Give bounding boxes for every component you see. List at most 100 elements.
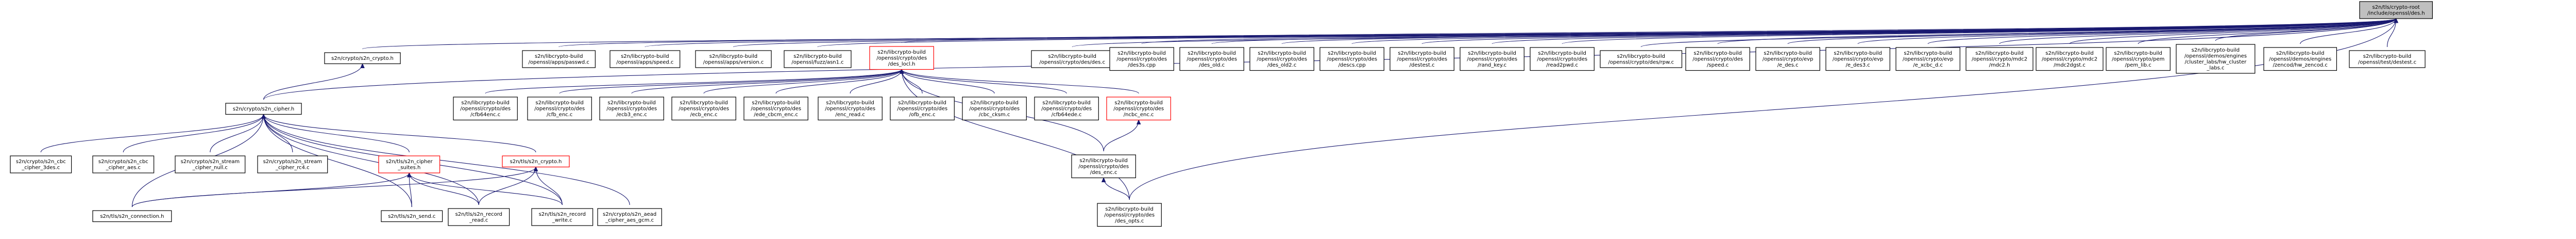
node-label-line: s2n/libcrypto-build bbox=[826, 100, 874, 106]
graph-node-cluster-labs[interactable]: s2n/libcrypto-build/openssl/demos/engine… bbox=[2176, 44, 2256, 74]
graph-node-stream-rc4[interactable]: s2n/crypto/s2n_stream_cipher_rc4.c bbox=[257, 155, 328, 173]
graph-node-stream-null[interactable]: s2n/crypto/s2n_stream_cipher_null.c bbox=[175, 155, 246, 173]
edge-line bbox=[485, 69, 902, 94]
node-label-line: _write.c bbox=[552, 218, 572, 224]
node-label-line: _cipher_3des.c bbox=[21, 165, 60, 171]
graph-node-connection-h[interactable]: s2n/tls/s2n_connection.h bbox=[92, 210, 172, 222]
graph-node-descpp[interactable]: s2n/libcrypto-build/openssl/crypto/des/d… bbox=[1319, 47, 1384, 71]
graph-node-pem-lib[interactable]: s2n/libcrypto-build/openssl/crypto/pem/p… bbox=[2106, 47, 2171, 71]
graph-node-test-destest[interactable]: s2n/libcrypto-build/openssl/test/destest… bbox=[2349, 50, 2426, 68]
graph-node-apps-version[interactable]: s2n/libcrypto-build/openssl/apps/version… bbox=[695, 50, 772, 68]
node-label-line: s2n/libcrypto-build bbox=[2363, 54, 2411, 59]
graph-node-record-write[interactable]: s2n/tls/s2n_record_write.c bbox=[531, 208, 594, 226]
node-label-line: /openssl/demos/engines bbox=[2269, 57, 2331, 62]
graph-node-ecb3-enc[interactable]: s2n/libcrypto-build/openssl/crypto/des/e… bbox=[599, 97, 664, 121]
graph-node-ncbc-enc[interactable]: s2n/libcrypto-build/openssl/crypto/des/n… bbox=[1106, 97, 1171, 121]
graph-node-cfb-enc[interactable]: s2n/libcrypto-build/openssl/crypto/des/c… bbox=[527, 97, 592, 121]
node-label-line: s2n/libcrypto-build bbox=[1538, 51, 1586, 56]
graph-node-speed[interactable]: s2n/libcrypto-build/openssl/crypto/des/s… bbox=[1685, 47, 1750, 71]
graph-node-rpw[interactable]: s2n/libcrypto-build/openssl/crypto/des/r… bbox=[1600, 50, 1683, 68]
graph-edge bbox=[261, 114, 630, 205]
node-box bbox=[1179, 47, 1244, 71]
node-label-line: /openssl/crypto/des bbox=[1078, 164, 1129, 170]
node-label-line: /des_opts.c bbox=[1115, 218, 1144, 224]
node-box bbox=[671, 97, 736, 121]
graph-node-enc-read[interactable]: s2n/libcrypto-build/openssl/crypto/des/e… bbox=[818, 97, 883, 121]
graph-node-mdc2-h[interactable]: s2n/libcrypto-build/openssl/crypto/mdc2/… bbox=[1965, 47, 2033, 71]
graph-node-s2n-crypto-h[interactable]: s2n/crypto/s2n_crypto.h bbox=[324, 52, 401, 65]
edge-line bbox=[901, 69, 1139, 94]
graph-node-des-locl[interactable]: s2n/libcrypto-build/openssl/crypto/des/d… bbox=[869, 46, 934, 70]
node-box bbox=[2036, 47, 2104, 71]
graph-node-zencod[interactable]: s2n/libcrypto-build/openssl/demos/engine… bbox=[2263, 47, 2337, 71]
node-label-line: /openssl/crypto/des bbox=[1113, 106, 1164, 112]
node-label-line: _suites.h bbox=[397, 165, 420, 171]
node-box bbox=[743, 97, 808, 121]
graph-edge bbox=[485, 69, 904, 94]
graph-node-cfb64enc[interactable]: s2n/libcrypto-build/openssl/crypto/des/c… bbox=[453, 97, 518, 121]
graph-node-mdc2dgst[interactable]: s2n/libcrypto-build/openssl/crypto/mdc2/… bbox=[2036, 47, 2104, 71]
graph-node-tls-crypto-h[interactable]: s2n/tls/s2n_crypto.h bbox=[502, 155, 570, 168]
node-label-line: /openssl/crypto/evp bbox=[1903, 57, 1954, 62]
node-box bbox=[453, 97, 518, 121]
graph-node-des-opts[interactable]: s2n/libcrypto-build/openssl/crypto/des/d… bbox=[1097, 203, 1162, 227]
graph-node-destest[interactable]: s2n/libcrypto-build/openssl/crypto/des/d… bbox=[1389, 47, 1454, 71]
graph-node-des-old2[interactable]: s2n/libcrypto-build/openssl/crypto/des/d… bbox=[1249, 47, 1314, 71]
graph-node-des-old[interactable]: s2n/libcrypto-build/openssl/crypto/des/d… bbox=[1179, 47, 1244, 71]
graph-node-aead-gcm[interactable]: s2n/crypto/s2n_aead_cipher_aes_gcm.c bbox=[597, 208, 662, 226]
graph-node-apps-passwd[interactable]: s2n/libcrypto-build/openssl/apps/passwd.… bbox=[522, 50, 596, 68]
node-label-line: s2n/libcrypto-build bbox=[1117, 51, 1165, 56]
edge-line bbox=[263, 114, 536, 153]
node-label-line: /openssl/apps/passwd.c bbox=[528, 60, 589, 66]
edge-line bbox=[2138, 18, 2397, 44]
graph-node-record-read[interactable]: s2n/tls/s2n_record_read.c bbox=[448, 208, 510, 226]
node-label-line: /openssl/crypto/mdc2 bbox=[2042, 57, 2097, 62]
edge-arrowhead bbox=[407, 172, 412, 178]
node-label-line: /openssl/crypto/des bbox=[751, 106, 801, 112]
node-label-line: s2n/libcrypto-build bbox=[1617, 54, 1665, 59]
node-label-line: /ofb_enc.c bbox=[909, 112, 936, 118]
graph-node-cbc-3des[interactable]: s2n/crypto/s2n_cbc_cipher_3des.c bbox=[10, 155, 72, 173]
graph-node-cfb64ede[interactable]: s2n/libcrypto-build/openssl/crypto/des/c… bbox=[1034, 97, 1099, 121]
edge-line bbox=[2300, 18, 2397, 44]
graph-node-fuzz-asn1[interactable]: s2n/libcrypto-build/openssl/fuzz/asn1.c bbox=[784, 50, 852, 68]
graph-node-s2n-cipher-h[interactable]: s2n/crypto/s2n_cipher.h bbox=[225, 103, 302, 115]
graph-node-des-enc[interactable]: s2n/libcrypto-build/openssl/crypto/des/d… bbox=[1071, 154, 1136, 179]
graph-node-ecb-enc[interactable]: s2n/libcrypto-build/openssl/crypto/des/e… bbox=[671, 97, 736, 121]
graph-node-cbc-cksm[interactable]: s2n/libcrypto-build/openssl/crypto/des/c… bbox=[962, 97, 1027, 121]
node-label-line: /openssl/crypto/evp bbox=[1762, 57, 1814, 62]
node-label-line: /openssl/crypto/des bbox=[1187, 57, 1237, 62]
node-label-line: s2n/libcrypto-build bbox=[461, 100, 509, 106]
graph-node-cipher-suites[interactable]: s2n/tls/s2n_cipher_suites.h bbox=[378, 155, 440, 173]
node-label-line: s2n/libcrypto-build bbox=[2192, 47, 2240, 53]
graph-node-apps-speed[interactable]: s2n/libcrypto-build/openssl/apps/speed.c bbox=[609, 50, 681, 68]
node-label-line: s2n/tls/s2n_record bbox=[455, 212, 502, 217]
node-box bbox=[378, 155, 440, 173]
node-label-line: /openssl/crypto/des bbox=[1104, 213, 1155, 218]
node-label-line: /openssl/crypto/des/rpw.c bbox=[1608, 60, 1674, 66]
graph-node-read2pwd[interactable]: s2n/libcrypto-build/openssl/crypto/des/r… bbox=[1530, 47, 1595, 71]
node-label-line: _labs.c bbox=[2206, 66, 2224, 71]
graph-node-des-cpp[interactable]: s2n/libcrypto-build/openssl/crypto/des/d… bbox=[1109, 47, 1174, 71]
node-label-line: s2n/crypto/s2n_stream bbox=[263, 159, 323, 165]
graph-node-ede-cbcm[interactable]: s2n/libcrypto-build/openssl/crypto/des/e… bbox=[743, 97, 808, 121]
node-box bbox=[1106, 97, 1171, 121]
graph-node-tls-send[interactable]: s2n/tls/s2n_send.c bbox=[381, 210, 443, 222]
graph-node-rand-key[interactable]: s2n/libcrypto-build/openssl/crypto/des/r… bbox=[1460, 47, 1524, 71]
node-label-line: /openssl/crypto/des bbox=[679, 106, 729, 112]
node-label-line: /openssl/crypto/des bbox=[1467, 57, 1517, 62]
node-box bbox=[1031, 50, 1114, 68]
node-label-line: /openssl/crypto/des bbox=[969, 106, 1020, 112]
node-label-line: s2n/crypto/s2n_cipher.h bbox=[233, 106, 294, 112]
graph-node-e-des3[interactable]: s2n/libcrypto-build/openssl/crypto/evp/e… bbox=[1825, 47, 1890, 71]
edge-arrowhead bbox=[1101, 177, 1106, 182]
graph-node-ofb-enc[interactable]: s2n/libcrypto-build/openssl/crypto/des/o… bbox=[890, 97, 955, 121]
node-label-line: s2n/tls/s2n_crypto.h bbox=[510, 159, 562, 165]
graph-node-e-des[interactable]: s2n/libcrypto-build/openssl/crypto/evp/e… bbox=[1755, 47, 1820, 71]
graph-node-cbc-aes[interactable]: s2n/crypto/s2n_cbc_cipher_aes.c bbox=[92, 155, 155, 173]
graph-node-crypto-desdes[interactable]: s2n/libcrypto-build/openssl/crypto/des/d… bbox=[1031, 50, 1114, 68]
node-label-line: s2n/libcrypto-build bbox=[1048, 54, 1096, 59]
edge-line bbox=[263, 114, 410, 153]
graph-node-e-xcbc-d[interactable]: s2n/libcrypto-build/openssl/crypto/evp/e… bbox=[1895, 47, 1960, 71]
edge-line bbox=[263, 63, 363, 100]
